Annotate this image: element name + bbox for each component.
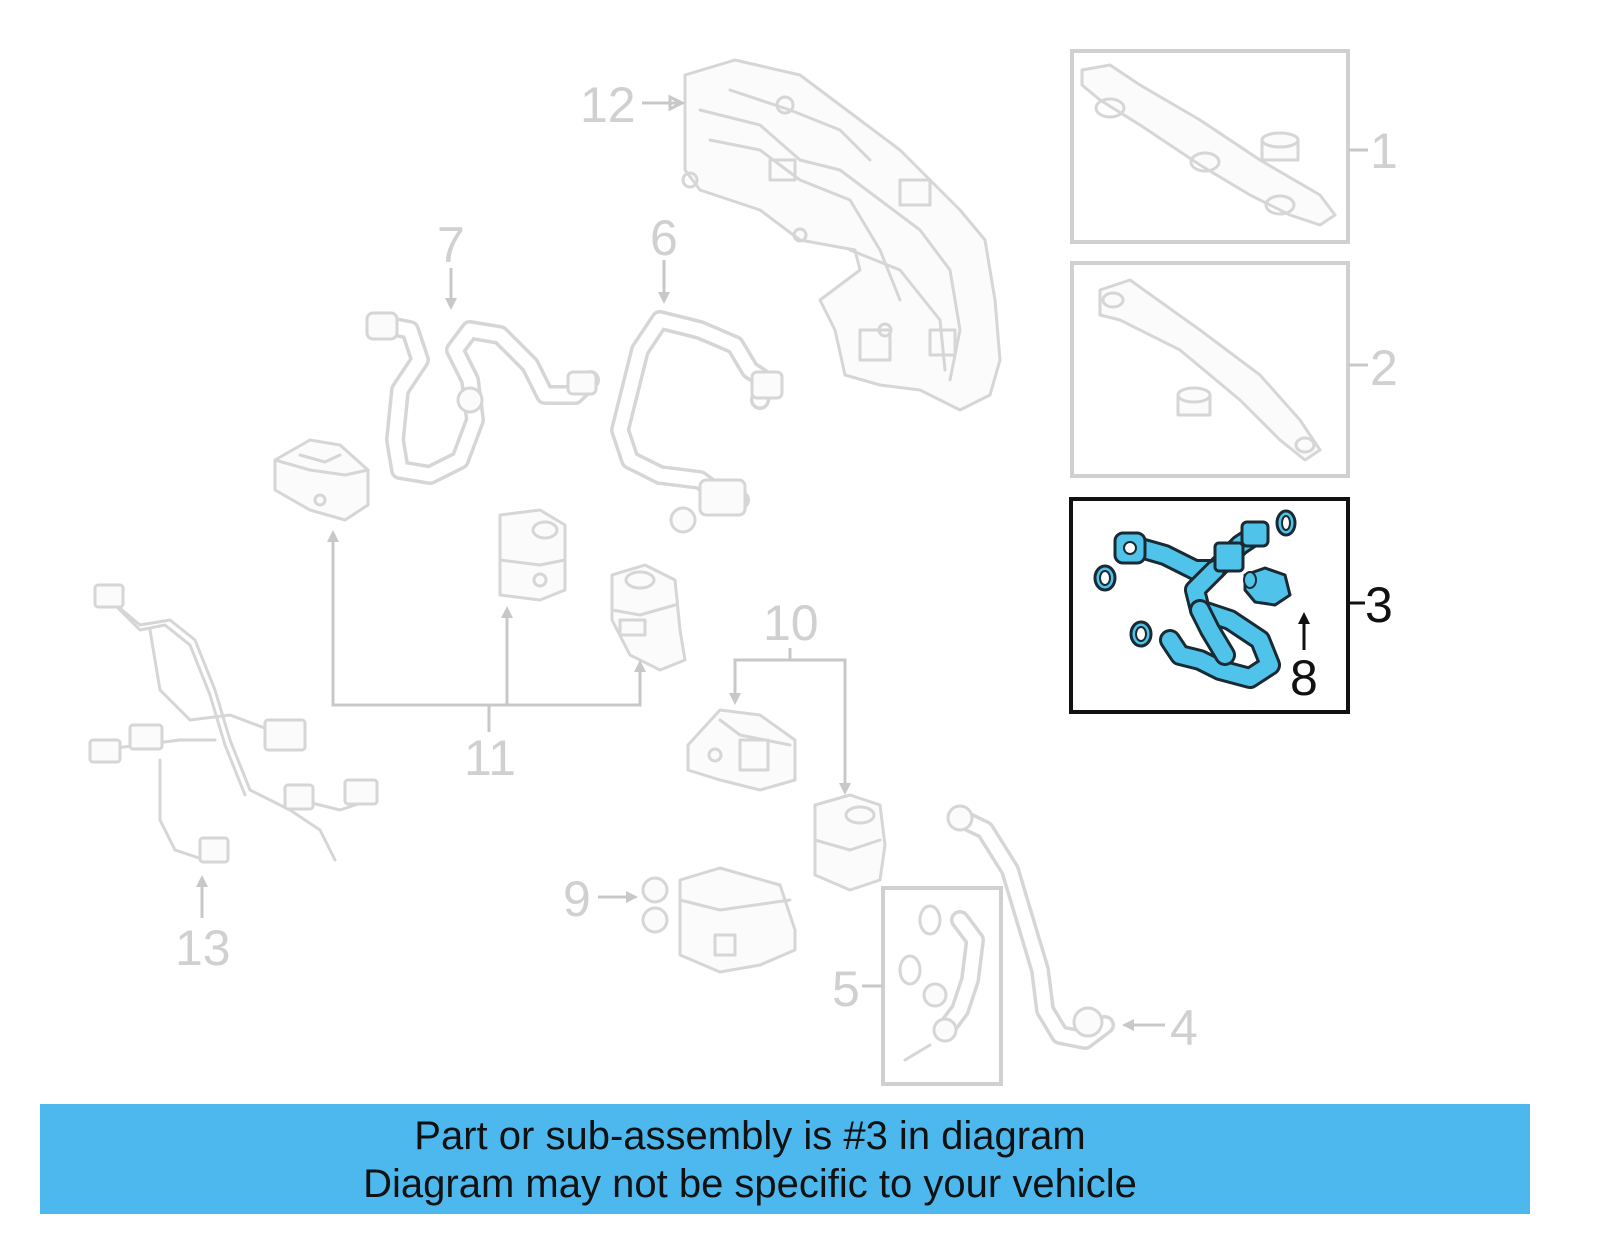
callout-1[interactable]: 1 [1370, 123, 1398, 179]
arrow-9 [626, 891, 638, 903]
part-10-sensor-a[interactable] [686, 708, 797, 792]
part-4-line[interactable] [946, 804, 1115, 1050]
callout-12[interactable]: 12 [580, 77, 636, 133]
arrow-12 [668, 94, 686, 112]
callout-10[interactable]: 10 [763, 595, 819, 651]
part-13-harness[interactable] [88, 583, 379, 864]
part-1-gasket[interactable] [1070, 49, 1350, 244]
part-5-kit[interactable] [881, 886, 1003, 1086]
callout-5[interactable]: 5 [832, 961, 860, 1017]
part-12-bracket[interactable] [681, 58, 1002, 412]
arrow-4 [1122, 1019, 1134, 1031]
callout-8[interactable]: 8 [1290, 650, 1318, 706]
part-9-valve[interactable] [641, 866, 797, 974]
part-11-sensor-a[interactable] [273, 438, 370, 522]
part-6-hose[interactable] [610, 310, 784, 534]
leader-11 [327, 530, 646, 732]
callout-3[interactable]: 3 [1365, 577, 1393, 633]
callout-2[interactable]: 2 [1370, 340, 1398, 396]
leader-10 [729, 648, 851, 795]
banner-line-disclaimer: Diagram may not be specific to your vehi… [363, 1162, 1137, 1206]
callout-13[interactable]: 13 [175, 920, 231, 976]
callout-4[interactable]: 4 [1170, 1000, 1198, 1056]
info-banner: Part or sub-assembly is #3 in diagram Di… [40, 1104, 1530, 1214]
arrow-7 [445, 298, 457, 310]
part-10-sensor-b[interactable] [813, 793, 887, 892]
arrow-13 [196, 875, 208, 887]
part-3-hose-assembly[interactable] [1069, 497, 1350, 714]
callout-11[interactable]: 11 [464, 730, 516, 786]
callout-6[interactable]: 6 [650, 210, 678, 266]
callout-7[interactable]: 7 [437, 217, 465, 273]
part-8-sensor[interactable] [1243, 566, 1292, 607]
callout-9[interactable]: 9 [563, 871, 591, 927]
arrow-6 [658, 292, 670, 304]
arrow-8 [1298, 612, 1310, 624]
banner-line-part: Part or sub-assembly is #3 in diagram [414, 1114, 1086, 1158]
part-11-sensor-c[interactable] [610, 563, 687, 672]
part-11-sensor-b[interactable] [498, 508, 567, 602]
part-7-hose[interactable] [365, 311, 600, 485]
part-2-bracket[interactable] [1070, 261, 1350, 478]
